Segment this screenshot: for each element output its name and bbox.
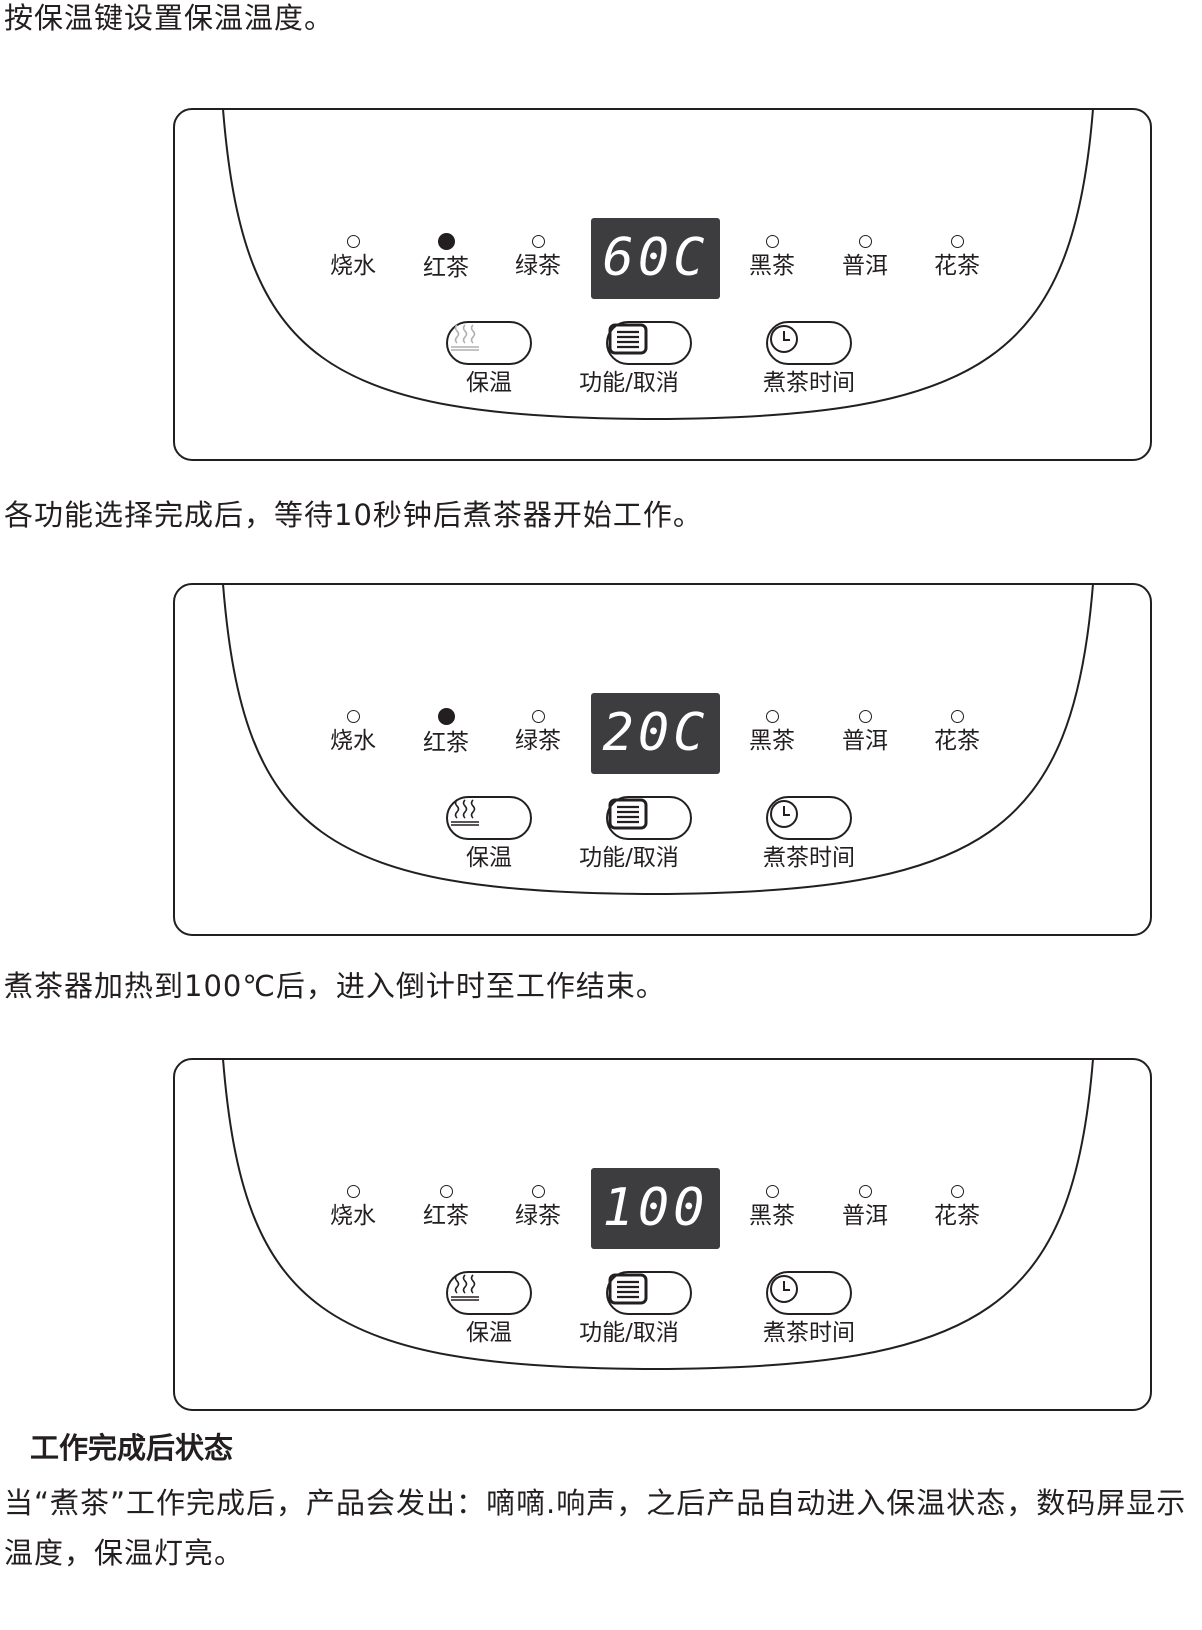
heat-waves-icon bbox=[451, 799, 479, 826]
brew-time-label: 煮茶时间 bbox=[763, 845, 855, 871]
keep-warm-label: 保温 bbox=[466, 845, 512, 871]
indicator-dot bbox=[531, 1185, 545, 1198]
indicator-dot bbox=[439, 1185, 453, 1198]
caption-keep-warm: 按保温键设置保温温度。 bbox=[4, 1, 335, 35]
section-heading: 工作完成后状态 bbox=[30, 1431, 234, 1465]
indicator-dot-on bbox=[437, 233, 455, 250]
keep-warm-button[interactable] bbox=[446, 321, 532, 365]
indicator-flower-tea: 花茶 bbox=[917, 235, 997, 281]
indicator-puer: 普洱 bbox=[825, 235, 905, 281]
panel-outline bbox=[173, 108, 1152, 461]
indicator-dot bbox=[950, 235, 964, 248]
indicator-dot bbox=[950, 710, 964, 723]
keep-warm-button[interactable] bbox=[446, 796, 532, 840]
menu-list-icon bbox=[608, 1273, 648, 1305]
indicator-puer: 普洱 bbox=[825, 1185, 905, 1231]
indicator-dot bbox=[858, 710, 872, 723]
caption-start-working: 各功能选择完成后，等待10秒钟后煮茶器开始工作。 bbox=[4, 498, 703, 532]
indicator-dot bbox=[858, 1185, 872, 1198]
indicator-boil-water: 烧水 bbox=[313, 710, 393, 756]
heat-waves-icon bbox=[451, 324, 479, 351]
indicator-puer: 普洱 bbox=[825, 710, 905, 756]
indicator-dot bbox=[765, 710, 779, 723]
control-panel-1: 烧水 红茶 绿茶 60C 黑茶 普洱 花茶 保温 功能/取消 煮茶时间 bbox=[173, 108, 1152, 461]
indicator-dot bbox=[346, 1185, 360, 1198]
menu-list-icon bbox=[608, 798, 648, 830]
indicator-black-tea: 红茶 bbox=[406, 233, 486, 283]
indicator-dot bbox=[950, 1185, 964, 1198]
panel-outline bbox=[173, 583, 1152, 936]
indicator-dot-on bbox=[437, 708, 455, 725]
indicator-dot bbox=[346, 235, 360, 248]
indicator-green-tea: 绿茶 bbox=[498, 235, 578, 281]
panel-outline bbox=[173, 1058, 1152, 1411]
indicator-dark-tea: 黑茶 bbox=[732, 710, 812, 756]
indicator-flower-tea: 花茶 bbox=[917, 710, 997, 756]
caption-countdown: 煮茶器加热到100℃后，进入倒计时至工作结束。 bbox=[4, 969, 666, 1003]
indicator-flower-tea: 花茶 bbox=[917, 1185, 997, 1231]
brew-time-label: 煮茶时间 bbox=[763, 370, 855, 396]
indicator-dot bbox=[346, 710, 360, 723]
indicator-black-tea: 红茶 bbox=[406, 1185, 486, 1231]
clock-icon bbox=[770, 800, 798, 828]
brew-time-button[interactable] bbox=[766, 321, 852, 365]
function-cancel-button[interactable] bbox=[606, 321, 692, 365]
indicator-dot bbox=[531, 710, 545, 723]
indicator-boil-water: 烧水 bbox=[313, 1185, 393, 1231]
function-cancel-button[interactable] bbox=[606, 1271, 692, 1315]
function-cancel-label: 功能/取消 bbox=[579, 845, 679, 871]
menu-list-icon bbox=[608, 323, 648, 355]
clock-icon bbox=[770, 325, 798, 353]
indicator-dark-tea: 黑茶 bbox=[732, 235, 812, 281]
indicator-green-tea: 绿茶 bbox=[498, 1185, 578, 1231]
digital-display: 100 bbox=[591, 1168, 720, 1249]
digital-display: 20C bbox=[591, 693, 720, 774]
indicator-dot bbox=[858, 235, 872, 248]
brew-time-button[interactable] bbox=[766, 796, 852, 840]
keep-warm-button[interactable] bbox=[446, 1271, 532, 1315]
brew-time-label: 煮茶时间 bbox=[763, 1320, 855, 1346]
clock-icon bbox=[770, 1275, 798, 1303]
indicator-dark-tea: 黑茶 bbox=[732, 1185, 812, 1231]
keep-warm-label: 保温 bbox=[466, 370, 512, 396]
control-panel-2: 烧水 红茶 绿茶 20C 黑茶 普洱 花茶 保温 功能/取消 煮茶时间 bbox=[173, 583, 1152, 936]
indicator-green-tea: 绿茶 bbox=[498, 710, 578, 756]
indicator-dot bbox=[765, 1185, 779, 1198]
section-body: 当“煮茶”工作完成后，产品会发出：嘀嘀.响声，之后产品自动进入保温状态，数码屏显… bbox=[4, 1486, 1187, 1570]
function-cancel-button[interactable] bbox=[606, 796, 692, 840]
indicator-dot bbox=[531, 235, 545, 248]
indicator-black-tea: 红茶 bbox=[406, 708, 486, 758]
function-cancel-label: 功能/取消 bbox=[579, 1320, 679, 1346]
function-cancel-label: 功能/取消 bbox=[579, 370, 679, 396]
digital-display: 60C bbox=[591, 218, 720, 299]
indicator-dot bbox=[765, 235, 779, 248]
brew-time-button[interactable] bbox=[766, 1271, 852, 1315]
heat-waves-icon bbox=[451, 1274, 479, 1301]
keep-warm-label: 保温 bbox=[466, 1320, 512, 1346]
control-panel-3: 烧水 红茶 绿茶 100 黑茶 普洱 花茶 保温 功能/取消 煮茶时间 bbox=[173, 1058, 1152, 1411]
indicator-boil-water: 烧水 bbox=[313, 235, 393, 281]
